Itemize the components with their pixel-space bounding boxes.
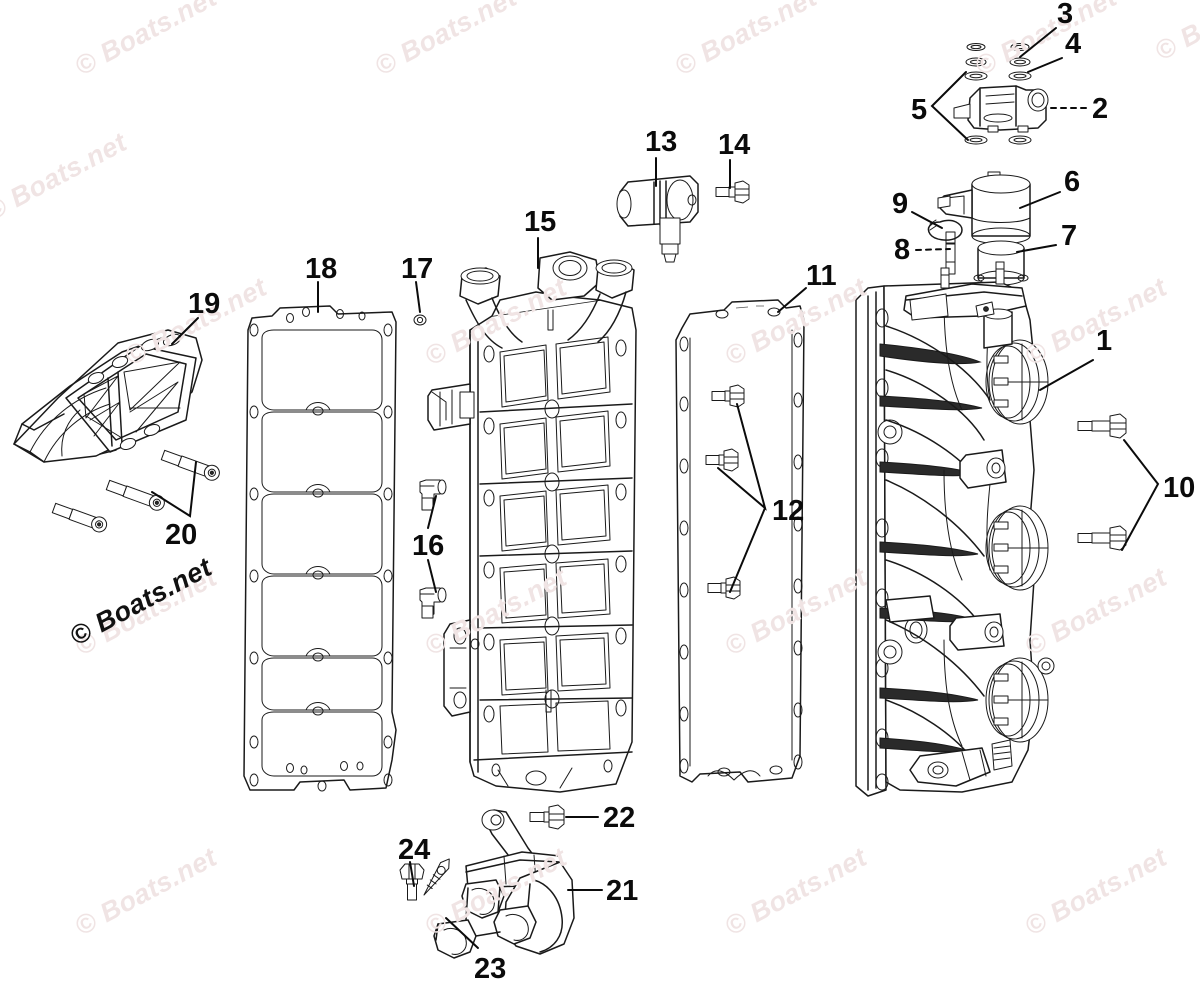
callout-label-6[interactable]: 6 xyxy=(1064,166,1081,198)
callout-label-18[interactable]: 18 xyxy=(305,253,338,285)
callout-label-11[interactable]: 11 xyxy=(806,260,837,292)
part-14-sensor-bolt xyxy=(715,180,750,204)
callout-label-19[interactable]: 19 xyxy=(188,288,221,320)
part-22-bracket-bolt xyxy=(529,804,565,830)
callout-label-17[interactable]: 17 xyxy=(401,253,434,285)
part-24-bracket-screw xyxy=(399,863,425,901)
part-23-bracket-pin xyxy=(423,858,450,896)
callout-label-24[interactable]: 24 xyxy=(398,834,431,866)
part-1-intake-manifold xyxy=(855,261,1055,797)
part-17-plug xyxy=(413,314,427,326)
callout-label-21[interactable]: 21 xyxy=(606,875,639,907)
callout-label-16[interactable]: 16 xyxy=(412,530,445,562)
part-8-stud xyxy=(945,231,956,275)
part-6-fuel-pressure-regulator xyxy=(937,171,1031,245)
callout-label-2[interactable]: 2 xyxy=(1092,93,1109,125)
callout-label-15[interactable]: 15 xyxy=(524,206,557,238)
callout-label-12[interactable]: 12 xyxy=(772,495,805,527)
part-18-plate-gasket xyxy=(243,305,397,792)
part-2-valve-assembly xyxy=(953,85,1049,133)
callout-label-9[interactable]: 9 xyxy=(892,188,909,220)
callout-label-23[interactable]: 23 xyxy=(474,953,507,985)
callout-label-10[interactable]: 10 xyxy=(1163,472,1196,504)
callout-label-20[interactable]: 20 xyxy=(165,519,198,551)
part-21-mounting-bracket xyxy=(433,809,575,959)
part-15-reed-block-plate xyxy=(427,251,637,793)
callout-label-13[interactable]: 13 xyxy=(645,126,678,158)
part-9-retaining-clip xyxy=(927,219,963,241)
part-19-reed-valve-assembly xyxy=(13,329,203,463)
part-13-sensor-assembly xyxy=(616,175,699,263)
callout-label-22[interactable]: 22 xyxy=(603,802,636,834)
part-10-manifold-bolts xyxy=(1077,413,1127,551)
callout-label-14[interactable]: 14 xyxy=(718,129,751,161)
callout-label-3[interactable]: 3 xyxy=(1057,0,1074,30)
callout-label-7[interactable]: 7 xyxy=(1061,220,1078,252)
callout-label-4[interactable]: 4 xyxy=(1065,28,1082,60)
callout-label-1[interactable]: 1 xyxy=(1096,325,1113,357)
part-11-manifold-gasket xyxy=(675,299,805,783)
callout-label-8[interactable]: 8 xyxy=(894,234,911,266)
callout-label-5[interactable]: 5 xyxy=(911,94,928,126)
